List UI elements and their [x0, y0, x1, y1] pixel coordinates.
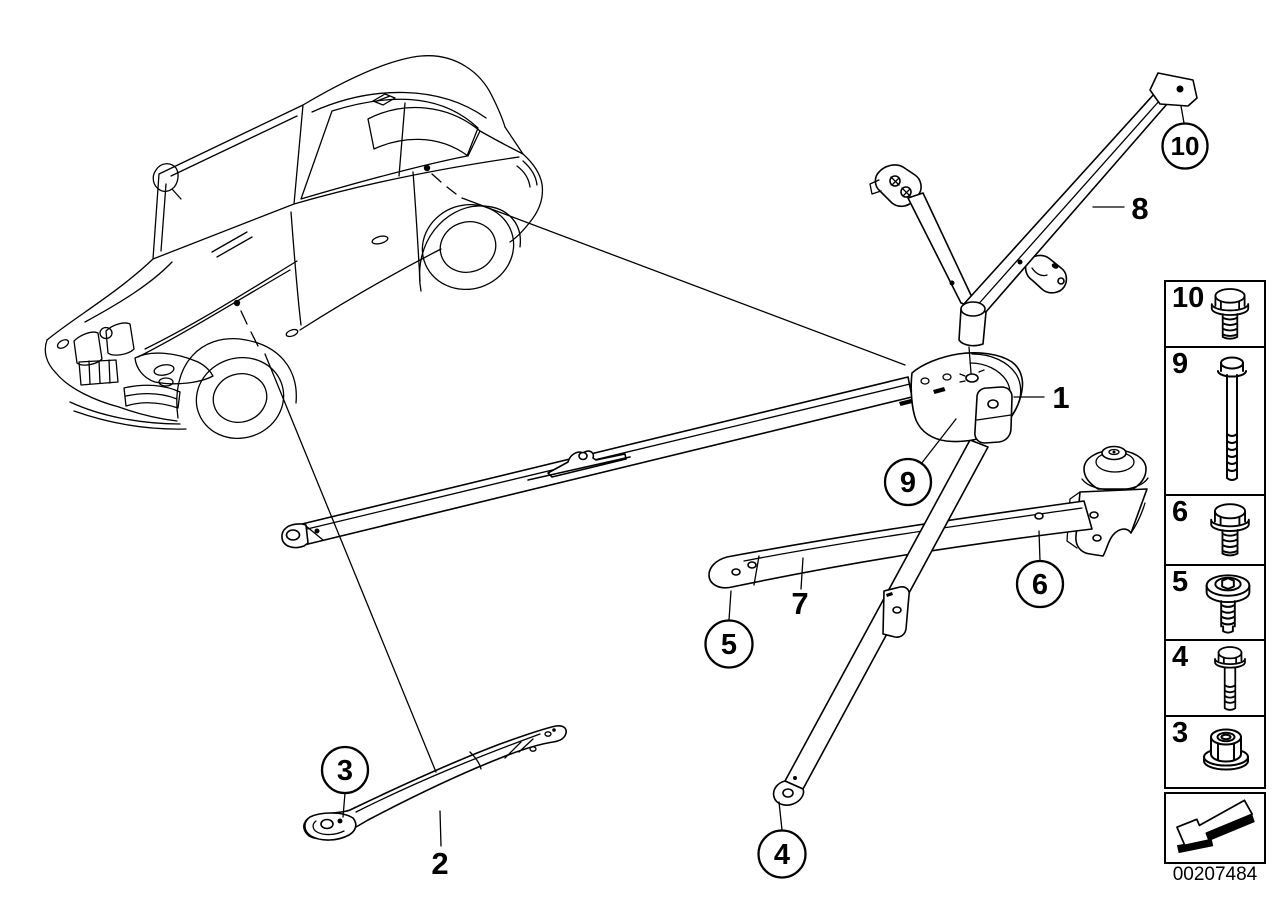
hex-flange-nut-icon [1203, 728, 1249, 771]
callout-2[interactable]: 2 [431, 846, 448, 881]
callout-3-number[interactable]: 3 [337, 755, 353, 787]
legend-item-6[interactable]: 6 [1164, 494, 1266, 566]
hex-bolt-long-icon [1217, 356, 1247, 481]
kidney-grille [73, 322, 135, 366]
legend-item-10[interactable]: 10 [1164, 280, 1266, 348]
part-8-corner-block [958, 301, 987, 374]
hex-flange-bolt-short-icon [1210, 288, 1250, 340]
door-seam [290, 211, 302, 326]
legend-number-3: 3 [1172, 717, 1189, 749]
part-8-clamp-bracket-right [1024, 254, 1068, 294]
car-illustration [44, 55, 544, 440]
callout-1-number[interactable]: 1 [1052, 380, 1069, 415]
legend-item-3[interactable]: 3 [1164, 715, 1266, 789]
callout-4[interactable]: 4 [757, 829, 807, 879]
callout-9[interactable]: 9 [883, 457, 933, 507]
legend-number-10: 10 [1172, 282, 1205, 314]
tail-lamp [516, 160, 538, 188]
side-mirror [152, 163, 182, 200]
callout-5[interactable]: 5 [704, 619, 754, 669]
roof [302, 55, 506, 128]
callout-9-number[interactable]: 9 [900, 467, 916, 499]
leader-lines [233, 105, 1185, 847]
callout-8-number[interactable]: 8 [1131, 191, 1148, 226]
legend-number-6: 6 [1172, 496, 1189, 528]
part-1-long-bar [281, 376, 913, 549]
callout-8[interactable]: 8 [1131, 191, 1148, 226]
legend-item-5[interactable]: 5 [1164, 564, 1266, 641]
part-1-flap [974, 386, 1013, 444]
callout-3[interactable]: 3 [320, 745, 370, 795]
legend-item-4[interactable]: 4 [1164, 639, 1266, 717]
callout-10-number[interactable]: 10 [1171, 131, 1200, 161]
part-8-clamp-bracket-left [869, 164, 922, 208]
washer-head-screw-icon [1205, 574, 1251, 634]
callout-2-number[interactable]: 2 [431, 846, 448, 881]
legend-item-9[interactable]: 9 [1164, 346, 1266, 496]
callout-6[interactable]: 6 [1015, 559, 1065, 609]
callout-7-number[interactable]: 7 [791, 586, 808, 621]
windshield [152, 104, 304, 260]
part-8-flat-end [1149, 72, 1198, 107]
wipers [211, 231, 253, 258]
callout-6-number[interactable]: 6 [1032, 569, 1048, 601]
part-8-rear-brace [869, 72, 1198, 374]
legend-number-9: 9 [1172, 348, 1189, 380]
legend-number-4: 4 [1172, 641, 1189, 673]
callout-5-number[interactable]: 5 [721, 629, 737, 661]
nav-arrow-box[interactable] [1164, 792, 1266, 864]
hex-flange-bolt-short-icon [1210, 503, 1250, 557]
callout-10[interactable]: 10 [1161, 122, 1209, 170]
part-6-rubber-mount [1081, 445, 1149, 491]
bmw-roundel [99, 326, 113, 340]
part-2-reinforcement-brace [303, 725, 567, 841]
part-6-mount-bracket [1066, 488, 1148, 557]
side-windows [300, 98, 479, 200]
callout-4-number[interactable]: 4 [774, 839, 790, 871]
door-handle [371, 235, 389, 245]
part-1-diagonal-bar [772, 439, 989, 806]
front-wheel [176, 337, 297, 440]
rear-window [367, 106, 481, 157]
headlight [134, 352, 214, 385]
callout-7[interactable]: 7 [791, 586, 808, 621]
document-number: 00207484 [1172, 864, 1258, 885]
rear-wheel [418, 203, 521, 292]
hex-flange-bolt-icon [1214, 646, 1246, 711]
back-arrow-icon [1176, 799, 1255, 854]
legend-number-5: 5 [1172, 566, 1189, 598]
callout-1[interactable]: 1 [1052, 380, 1069, 415]
